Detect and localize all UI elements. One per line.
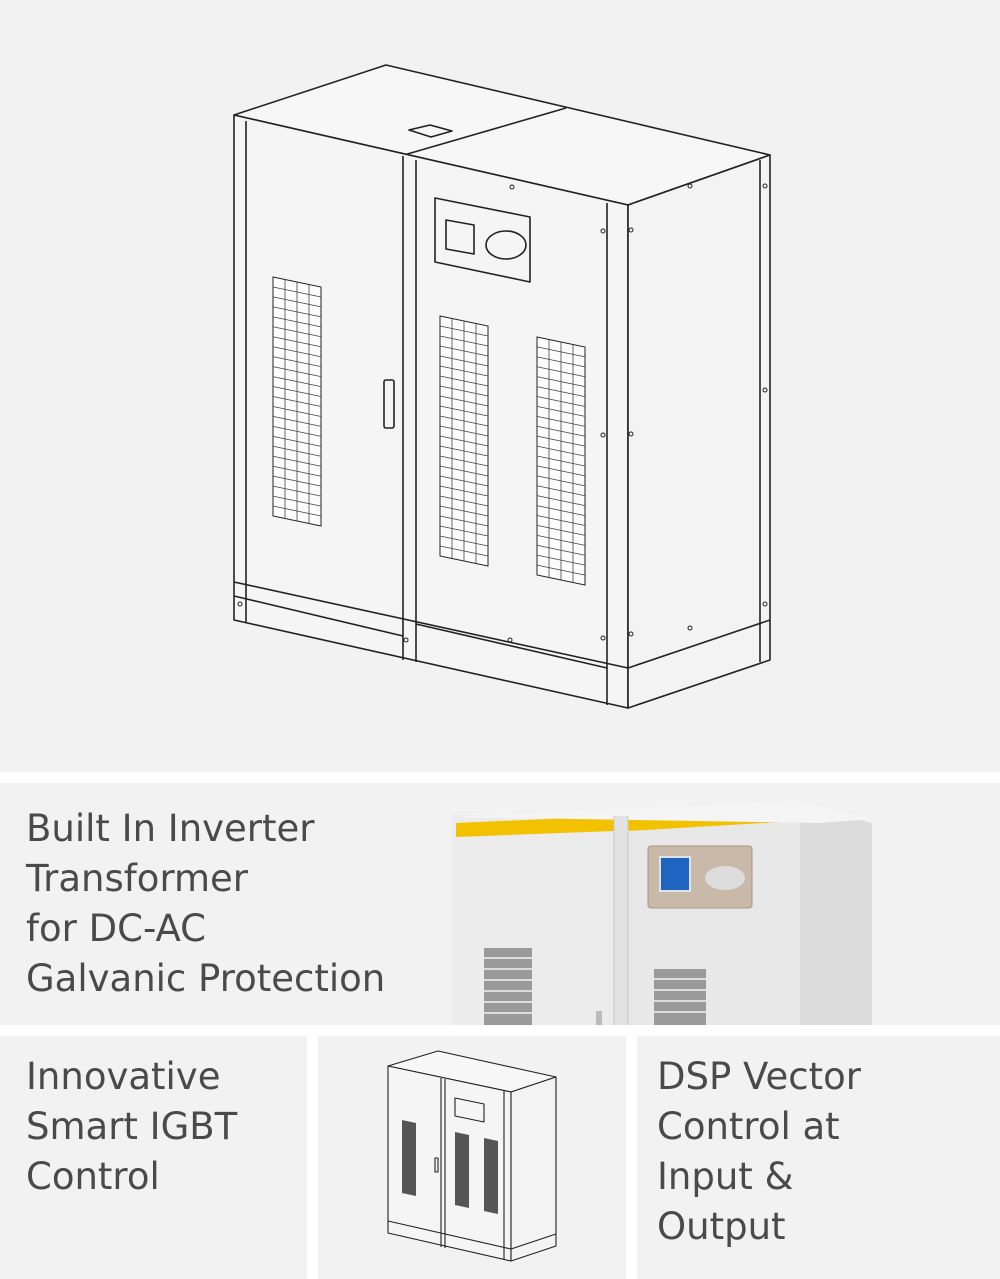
vent-slot [439, 335, 489, 347]
feature-line: Innovative [26, 1055, 221, 1098]
vent-slot [536, 366, 586, 378]
vent-slot [536, 445, 586, 457]
vent-slot [439, 385, 489, 397]
vent-slot [439, 375, 489, 387]
vent-slot [536, 425, 586, 437]
vent-slot [272, 475, 322, 487]
vent-slot [272, 435, 322, 447]
vent-slot [536, 485, 586, 497]
ups-cabinet-small-drawing-icon [387, 1050, 557, 1262]
vent-slot [439, 495, 489, 507]
inverter-feature-text: Built In Inverter Transformer for DC-AC … [26, 804, 385, 1004]
vent-slot [272, 406, 322, 417]
vent-slot [536, 435, 586, 447]
feature-line: for DC-AC [26, 907, 206, 950]
vent-slot [272, 356, 322, 368]
ups-cabinet-photo-icon [452, 801, 872, 1025]
vent-slot [439, 325, 489, 337]
vent-slot [439, 505, 489, 517]
vent-slot [439, 345, 489, 357]
vent-slot [439, 535, 489, 547]
vent-slot [272, 505, 322, 517]
vent-slot [272, 286, 322, 298]
cabinet-drawing-panel [318, 1036, 626, 1279]
feature-line: Input & [657, 1155, 794, 1198]
vent-slot [536, 465, 586, 477]
vent-slot [536, 544, 586, 556]
vent-slot [272, 396, 322, 407]
vent-slot [536, 554, 586, 566]
vent-slot [536, 515, 586, 526]
vent-slot [439, 465, 489, 477]
vent-slot [272, 465, 322, 477]
feature-line: Built In Inverter [26, 807, 315, 850]
igbt-feature-text: Innovative Smart IGBT Control [26, 1052, 237, 1202]
vent-slot [439, 355, 489, 367]
hero-panel [0, 0, 1000, 772]
vent-slot [536, 455, 586, 467]
dsp-feature-text: DSP Vector Control at Input & Output [657, 1052, 861, 1252]
vent-slot [272, 376, 322, 387]
vent-slot [439, 485, 489, 497]
vent-slot [272, 296, 322, 308]
feature-line: Control at [657, 1105, 840, 1148]
dsp-feature-panel: DSP Vector Control at Input & Output [637, 1036, 1000, 1279]
vent-slot [536, 525, 586, 536]
vent-slot [272, 316, 322, 328]
vent-slot [536, 396, 586, 407]
vent-slot [439, 455, 489, 467]
vent-slot [439, 525, 489, 537]
vent-slot [439, 425, 489, 437]
vent-slot [439, 365, 489, 377]
vent-slot [536, 415, 586, 427]
vent-slot [272, 485, 322, 497]
vent-slot [439, 545, 489, 557]
vent-slot [272, 386, 322, 397]
feature-line: Transformer [26, 857, 249, 900]
vent-slot [272, 416, 322, 427]
ups-cabinet-line-drawing-icon [233, 64, 771, 709]
vent-slot [536, 495, 586, 507]
vent-slot [536, 406, 586, 417]
vent-slot [439, 395, 489, 407]
vent-slot [536, 356, 586, 368]
inverter-feature-panel: Built In Inverter Transformer for DC-AC … [0, 783, 1000, 1025]
vent-slot [272, 445, 322, 457]
vent-slot [536, 534, 586, 546]
vent-slot [536, 475, 586, 487]
vent-slot [272, 336, 322, 348]
vent-slot [536, 346, 586, 358]
vent-slot [536, 376, 586, 388]
vent-slot [272, 495, 322, 507]
vent-slot [272, 366, 322, 378]
vent-slot [439, 435, 489, 447]
vent-slot [272, 455, 322, 467]
feature-line: DSP Vector [657, 1055, 861, 1098]
vent-slot [536, 386, 586, 397]
feature-line: Control [26, 1155, 160, 1198]
vent-slot [272, 306, 322, 318]
vent-slot [536, 505, 586, 516]
vent-slot [272, 425, 322, 437]
vent-slot [439, 515, 489, 527]
vent-slot [272, 326, 322, 338]
vent-slot [439, 415, 489, 427]
vent-slot [536, 564, 586, 576]
feature-line: Output [657, 1205, 786, 1248]
vent-slot [439, 445, 489, 457]
feature-line: Galvanic Protection [26, 957, 386, 1000]
feature-line: Smart IGBT [26, 1105, 238, 1148]
vent-slot [439, 405, 489, 417]
vent-slot [272, 346, 322, 358]
vent-slot [439, 475, 489, 487]
igbt-feature-panel: Innovative Smart IGBT Control [0, 1036, 307, 1279]
